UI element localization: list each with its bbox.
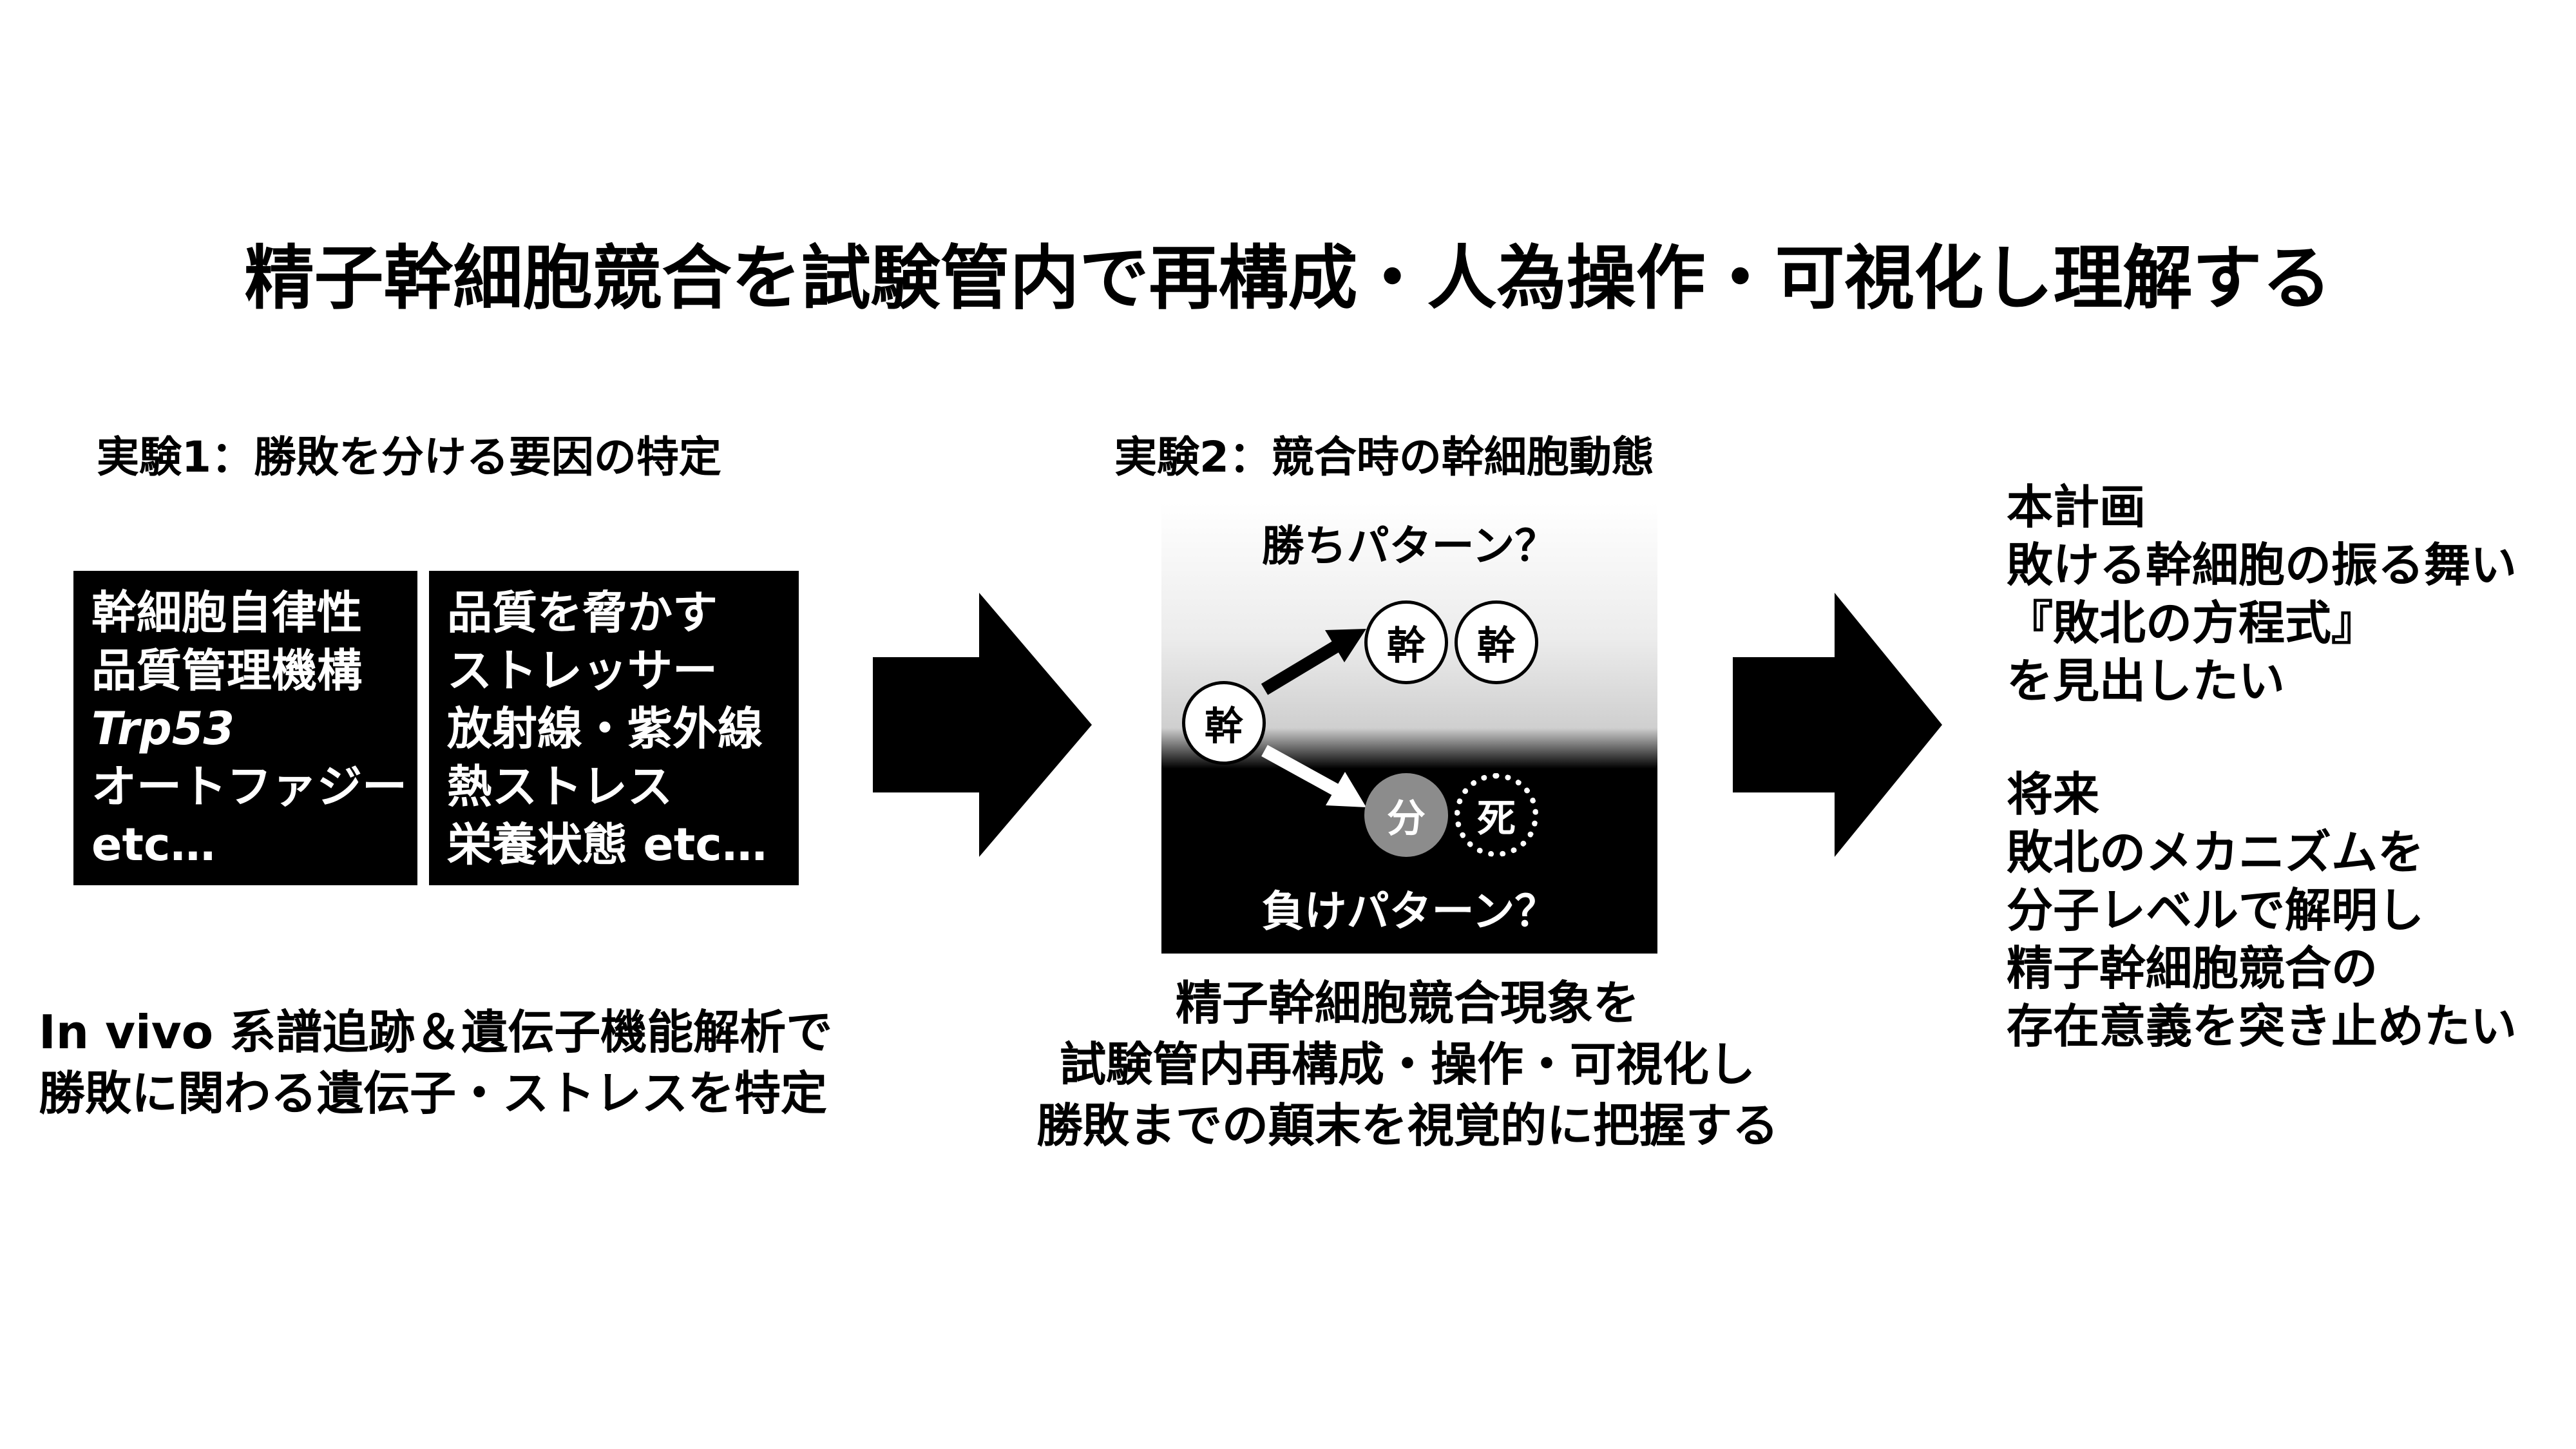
experiment1-heading: 実験1：勝敗を分ける要因の特定 — [97, 432, 721, 482]
factor-item: オートファジー — [91, 760, 407, 813]
caption-line: 精子幹細胞競合現象を — [1175, 976, 1639, 1030]
differentiating-cell: 分 — [1364, 773, 1448, 857]
factor-box-stressors: 品質を脅かす ストレッサー 放射線・紫外線 熱ストレス 栄養状態 etc… — [429, 571, 799, 885]
future-line: 敗北のメカニズムを — [2007, 825, 2425, 879]
future-text: 将来 敗北のメカニズムを 分子レベルで解明し 精子幹細胞競合の 存在意義を突き止… — [2007, 765, 2517, 1055]
plan-text: 本計画 敗ける幹細胞の振る舞い 『敗北の方程式』 を見出したい — [2007, 478, 2517, 710]
factor-item-gene: Trp53 — [91, 702, 235, 755]
dying-cell: 死 — [1455, 773, 1538, 857]
stressor-item: ストレッサー — [447, 644, 718, 697]
caption-line: In vivo 系譜追跡＆遺伝子機能解析で — [39, 1005, 833, 1059]
stressor-item: 放射線・紫外線 — [447, 702, 763, 755]
stem-cell: 幹 — [1182, 681, 1266, 765]
future-line: 存在意義を突き止めたい — [2007, 999, 2517, 1053]
plan-line: を見出したい — [2007, 654, 2285, 708]
plan-line: 敗ける幹細胞の振る舞い — [2007, 538, 2517, 592]
winner-stem-cell: 幹 — [1364, 600, 1448, 684]
experiment2-caption: 精子幹細胞競合現象を 試験管内再構成・操作・可視化し 勝敗までの顛末を視覚的に把… — [1005, 973, 1810, 1156]
caption-line: 試験管内再構成・操作・可視化し — [1059, 1037, 1755, 1091]
factor-box-intrinsic: 幹細胞自律性 品質管理機構 Trp53 オートファジー etc… — [73, 571, 417, 885]
stressor-item: 品質を脅かす — [447, 586, 718, 639]
experiment2-heading: 実験2：競合時の幹細胞動態 — [1114, 432, 1654, 482]
factor-item: 幹細胞自律性 — [91, 586, 362, 639]
experiment1-caption: In vivo 系譜追跡＆遺伝子機能解析で 勝敗に関わる遺伝子・ストレスを特定 — [39, 1002, 832, 1124]
stressor-item: 熱ストレス — [447, 760, 673, 813]
factor-item: etc… — [91, 818, 216, 871]
competition-diagram: 勝ちパターン？ 幹 幹 幹 分 死 負けパターン？ — [1161, 503, 1657, 954]
page-title: 精子幹細胞競合を試験管内で再構成・人為操作・可視化し理解する — [244, 238, 2332, 319]
caption-line: 勝敗までの顛末を視覚的に把握する — [1036, 1099, 1779, 1153]
future-heading: 将来 — [2007, 767, 2100, 821]
plan-line: 『敗北の方程式』 — [2007, 596, 2378, 650]
big-arrow-right-icon — [1733, 593, 1942, 857]
arrow-down-right-icon — [1261, 745, 1366, 807]
caption-line: 勝敗に関わる遺伝子・ストレスを特定 — [39, 1066, 828, 1120]
factor-item: 品質管理機構 — [91, 644, 362, 697]
plan-heading: 本計画 — [2007, 480, 2146, 534]
arrow-up-right-icon — [1261, 629, 1366, 695]
future-line: 精子幹細胞競合の — [2007, 941, 2378, 995]
big-arrow-right-icon — [873, 593, 1092, 857]
lose-pattern-label: 負けパターン？ — [1261, 887, 1558, 936]
winner-stem-cell: 幹 — [1455, 600, 1538, 684]
win-pattern-label: 勝ちパターン？ — [1261, 521, 1558, 571]
stressor-item: 栄養状態 etc… — [447, 818, 767, 871]
future-line: 分子レベルで解明し — [2007, 883, 2425, 937]
